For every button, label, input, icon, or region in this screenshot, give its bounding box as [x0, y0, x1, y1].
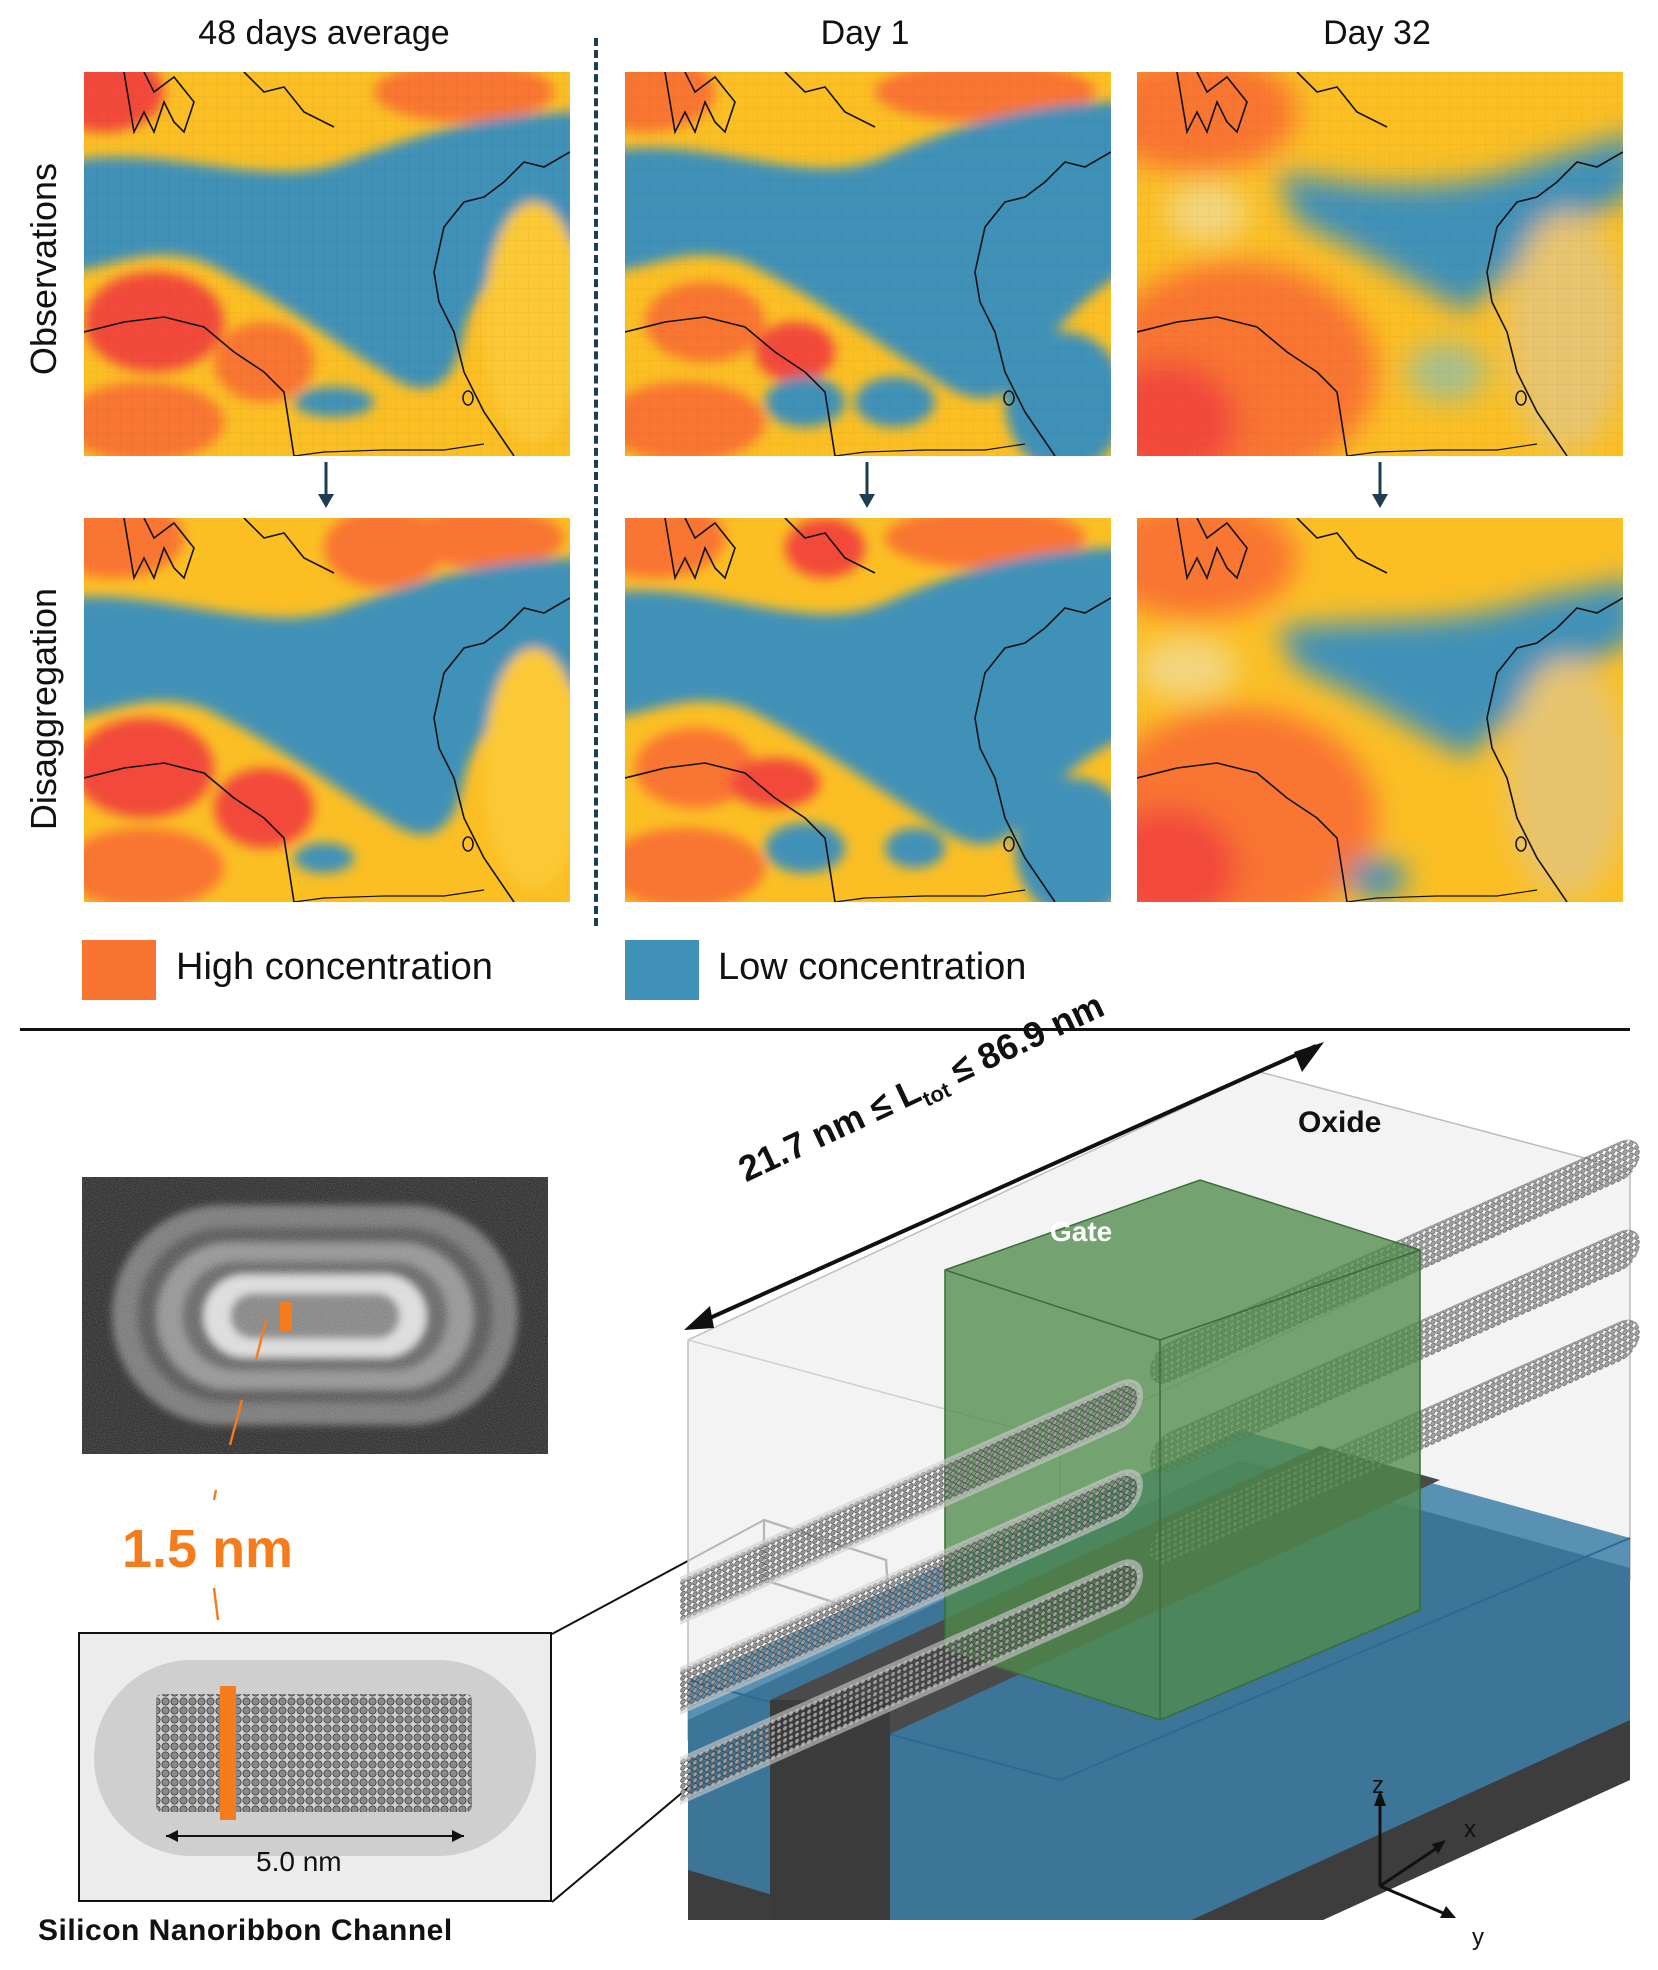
thickness-label: 1.5 nm	[122, 1519, 294, 1579]
legend-label-low: Low concentration	[718, 946, 1027, 988]
axis-label-x: x	[1464, 1816, 1476, 1843]
column-title-day-1: Day 1	[820, 14, 910, 52]
thickness-leader-line	[212, 1320, 268, 1620]
row-label-observations: Observations	[23, 162, 64, 376]
row-label-disaggregation: Disaggregation	[23, 587, 64, 831]
column-divider	[594, 38, 598, 926]
nanoribbon-inset: 5.0 nm	[78, 1632, 552, 1902]
legend-swatch-low	[625, 940, 699, 1000]
section-separator	[20, 1028, 1630, 1031]
column-title-48-days-average: 48 days average	[198, 14, 450, 52]
gate-label: Gate	[1050, 1216, 1113, 1247]
legend-swatch-high	[82, 940, 156, 1000]
column-title-day-32: Day 32	[1323, 14, 1431, 52]
tem-micrograph	[82, 1177, 548, 1454]
axis-label-z: z	[1372, 1772, 1384, 1799]
legend-label-high: High concentration	[176, 946, 493, 988]
map-disaggregation-48-days	[84, 518, 570, 902]
map-disaggregation-day-32	[1137, 518, 1623, 902]
map-disaggregation-day-1	[625, 518, 1111, 902]
channel-caption: Silicon Nanoribbon Channel	[38, 1914, 453, 1947]
map-observations-day-32	[1137, 72, 1623, 456]
axis-label-y: y	[1472, 1924, 1484, 1951]
width-label: 5.0 nm	[256, 1846, 342, 1877]
gaa-device-3d	[680, 1042, 1640, 1920]
map-observations-day-1	[625, 72, 1111, 456]
oxide-label: Oxide	[1298, 1106, 1382, 1139]
arrow-down-icon	[859, 462, 875, 508]
map-observations-48-days	[84, 72, 570, 456]
arrow-down-icon	[318, 462, 334, 508]
arrow-down-icon	[1372, 462, 1388, 508]
